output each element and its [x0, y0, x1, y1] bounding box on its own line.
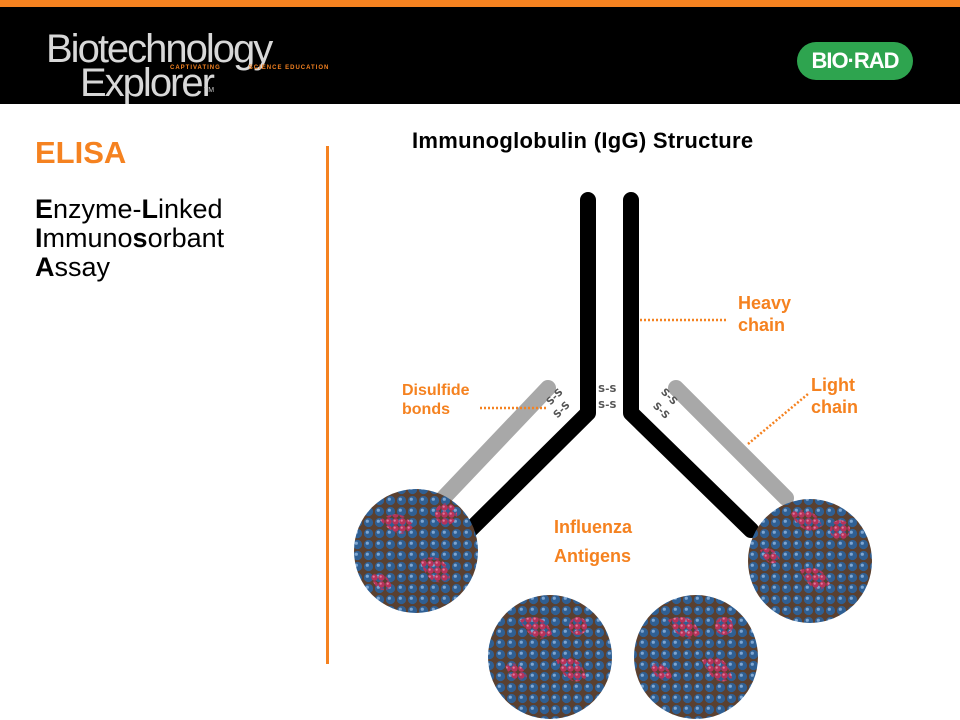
logo-tag-right: SCIENCE EDUCATION — [248, 65, 330, 71]
acronym-initial: s — [132, 223, 148, 253]
acronym-text: inked — [158, 194, 223, 224]
top-accent-stripe — [0, 0, 960, 7]
logo-trademark: TM — [204, 87, 215, 94]
logo-tagline: CAPTIVATING SCIENCE EDUCATION — [170, 65, 357, 71]
acronym-initial: E — [35, 194, 54, 224]
vertical-divider — [326, 146, 329, 664]
heavy-chain-label: Heavy chain — [738, 292, 791, 336]
antigen-label-line2: Antigens — [554, 546, 632, 566]
antigen-label-line1: Influenza — [554, 517, 633, 537]
slide-title: ELISA — [35, 135, 127, 170]
disulfide-bond-hinge-1: S-S — [598, 384, 617, 395]
acronym-text: mmuno — [42, 223, 133, 253]
light-chain-leader — [747, 393, 809, 445]
acronym-block: Enzyme-Linked Immunosorbant Assay — [35, 195, 224, 282]
logo-tag-left: CAPTIVATING — [170, 65, 221, 71]
logo-biotechnology: Biotechnology — [46, 27, 273, 71]
heavy-chain-label-line2: chain — [738, 315, 786, 335]
disulfide-bonds-label: Disulfide bonds — [402, 381, 470, 419]
virus-particle-right — [748, 499, 872, 623]
light-chain-right — [668, 380, 794, 506]
light-chain-label: Light chain — [811, 374, 858, 418]
bio-rad-logo: BIO·RAD — [797, 42, 913, 80]
acronym-text: nzyme- — [53, 194, 142, 224]
influenza-antigens-label: Influenza Antigens — [554, 513, 632, 571]
header-banner: Biotechnology CAPTIVATING SCIENCE EDUCATI… — [0, 7, 960, 104]
heavy-chain-right — [623, 192, 759, 538]
heavy-chain-label-line1: Heavy — [738, 293, 792, 313]
disulfide-bond-hinge-2: S-S — [598, 400, 617, 411]
light-chain-label-line1: Light — [811, 375, 855, 395]
acronym-line-1: Enzyme-Linked — [35, 195, 224, 224]
virus-particle-left — [354, 489, 478, 613]
acronym-text: orbant — [147, 223, 225, 253]
light-chain-label-line2: chain — [811, 397, 859, 417]
logo-explorer: Explorer — [80, 61, 215, 104]
acronym-initial: A — [35, 252, 55, 282]
heavy-chain-left — [462, 192, 596, 538]
acronym-line-3: Assay — [35, 253, 224, 282]
virus-particle-bottom-left — [488, 595, 612, 719]
disulfide-label-line2: bonds — [402, 401, 450, 418]
acronym-text: ssay — [54, 252, 111, 282]
virus-particle-bottom-right — [634, 595, 758, 719]
acronym-line-2: Immunosorbant — [35, 224, 224, 253]
acronym-initial: L — [141, 194, 159, 224]
acronym-initial: I — [35, 223, 43, 253]
disulfide-label-line1: Disulfide — [402, 382, 470, 399]
diagram-title: Immunoglobulin (IgG) Structure — [412, 128, 754, 153]
